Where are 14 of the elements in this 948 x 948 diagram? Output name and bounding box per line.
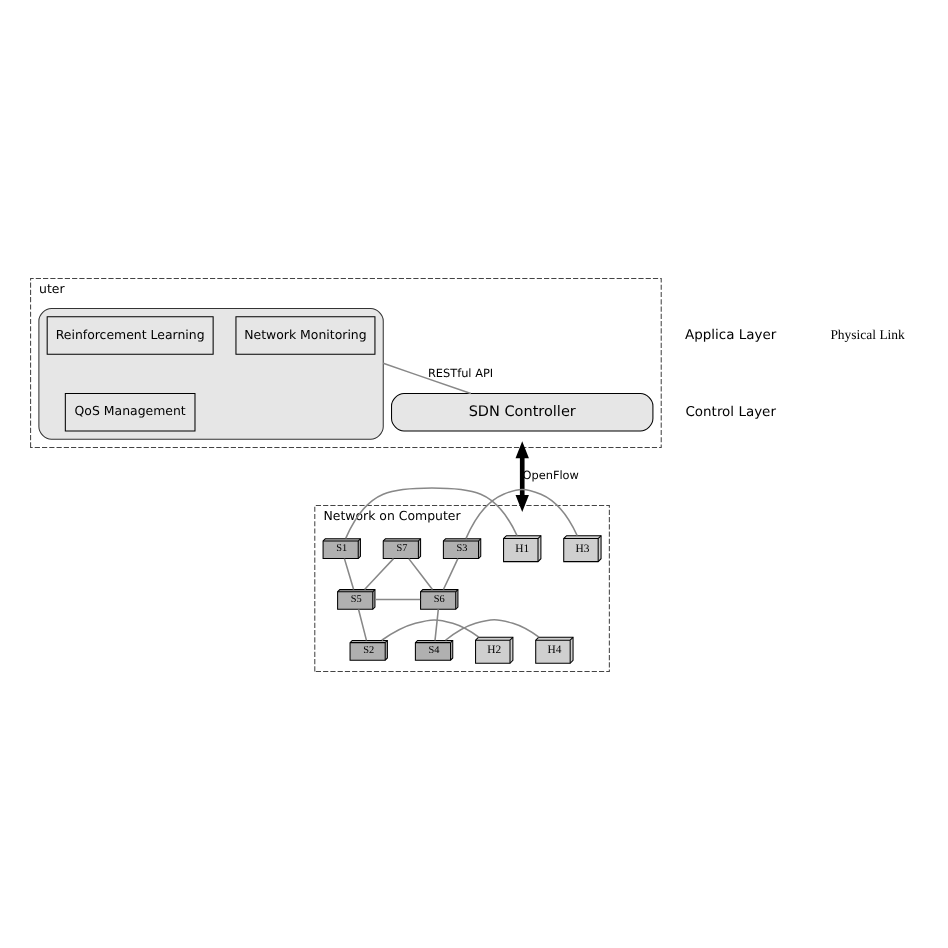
connector <box>357 607 368 641</box>
connector <box>408 556 434 590</box>
connector <box>382 361 472 394</box>
connector <box>363 556 395 590</box>
connector <box>344 486 518 539</box>
connector <box>343 556 355 590</box>
arrow <box>515 440 529 511</box>
connector <box>374 597 421 600</box>
connector <box>381 618 480 640</box>
connector <box>444 618 540 641</box>
connector <box>442 556 459 590</box>
connector <box>465 487 578 539</box>
connector <box>434 607 440 641</box>
cluster <box>38 307 384 439</box>
